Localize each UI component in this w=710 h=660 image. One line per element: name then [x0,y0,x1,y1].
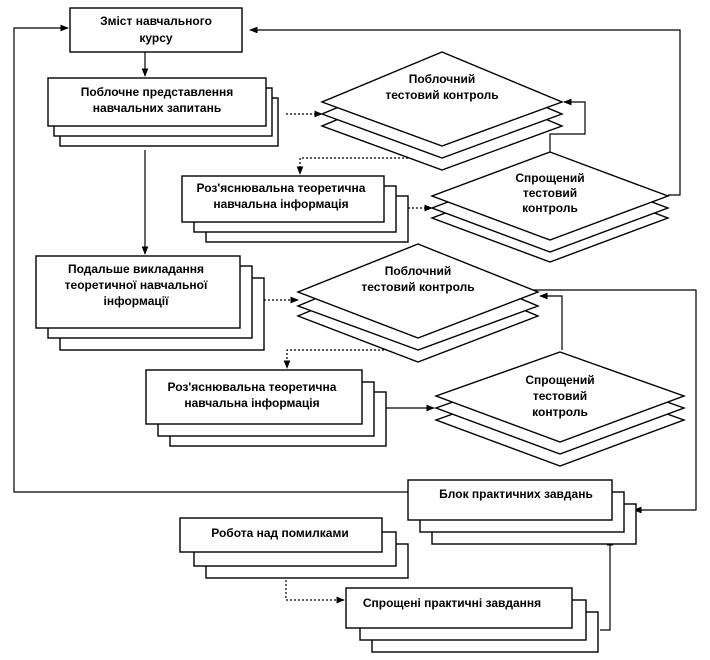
test2-line-1: Поблочний [385,264,452,278]
decision-simplified-test-1: Спрощений тестовий контроль [429,151,671,263]
simple1-line-2: тестовий [523,186,577,200]
decision-block-test-1: Поблочний тестовий контроль [320,51,564,171]
further-line-1: Подальше викладання [68,262,204,276]
presentation-line-2: навчальних запитань [93,101,221,115]
further-line-2: теоретичної навчальної [65,278,208,292]
presentation-line-1: Поблочне представлення [81,85,234,99]
test2-line-2: тестовий контроль [361,280,474,294]
block-explanatory-info-2: Роз'яснювальна теоретична навчальна інфо… [145,369,387,447]
block-practical-tasks: Блок практичних завдань [407,479,637,545]
arrow-simple1-to-test1 [549,98,586,152]
further-line-3: інформації [104,294,170,308]
simple2-line-2: тестовий [533,389,587,403]
explain1-line-2: навчальна інформація [213,197,348,211]
block-further-teaching: Подальше викладання теоретичної навчальн… [35,255,265,351]
test1-line-2: тестовий контроль [385,88,498,102]
explain2-line-1: Роз'яснювальна теоретична [168,380,337,394]
simplified-tasks-line-1: Спрощені практичні завдання [363,596,541,610]
arrow-simplified-to-practical [600,537,614,631]
arrow-simple1-to-content [249,26,681,196]
simple2-line-3: контроль [532,405,588,419]
block-explanatory-info-1: Роз'яснювальна теоретична навчальна інфо… [181,175,409,243]
course-content-line-2: курсу [139,31,173,45]
block-simplified-tasks: Спрощені практичні завдання [345,587,599,653]
practical-line-1: Блок практичних завдань [439,487,593,501]
explain2-line-2: навчальна інформація [184,396,319,410]
errors-line-1: Робота над помилками [211,526,348,540]
arrow-practical-to-content [13,24,408,493]
course-content-line-1: Зміст навчального [100,14,212,28]
block-course-content: Зміст навчального курсу [69,7,243,53]
simple1-line-1: Спрощений [515,171,584,185]
arrow-test2-to-practical [526,289,697,514]
arrow-simple2-to-test2 [539,292,563,350]
block-error-work: Робота над помилками [179,517,409,579]
simple2-line-1: Спрощений [525,373,594,387]
connectors [13,24,697,631]
test1-line-1: Поблочний [409,72,476,86]
decision-simplified-test-2: Спрощений тестовий контроль [433,351,687,467]
simple1-line-3: контроль [522,201,578,215]
arrow-errors-to-simplified [285,580,345,604]
block-stepwise-presentation: Поблочне представлення навчальних запита… [47,77,279,147]
decision-block-test-2: Поблочний тестовий контроль [296,243,540,363]
explain1-line-1: Роз'яснювальна теоретична [197,181,366,195]
